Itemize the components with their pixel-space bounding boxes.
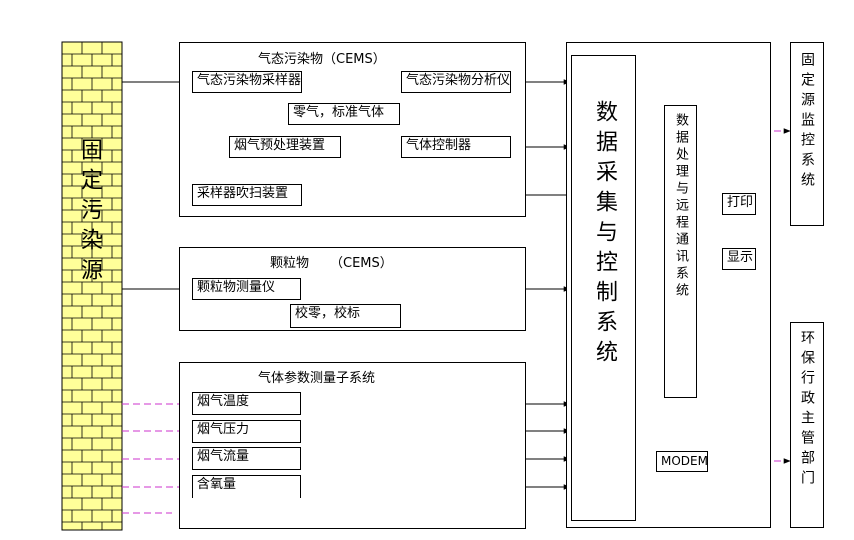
param-group (179, 362, 526, 529)
gas-analyzer: 气态污染物分析仪 (401, 71, 511, 93)
particle-meter: 颗粒物测量仪 (192, 278, 301, 300)
calib-box: 校零，校标 (290, 304, 401, 328)
daq-label: 数据采集与控制系统 (592, 100, 617, 370)
brick-wall (61, 41, 123, 531)
sampler-purge: 采样器吹扫装置 (192, 184, 302, 206)
gas-group-title: 气态污染物（CEMS） (258, 52, 386, 67)
zero-gas: 零气，标准气体 (288, 103, 400, 125)
flue-pretreat: 烟气预处理装置 (229, 136, 341, 158)
param-pressure: 烟气压力 (192, 420, 301, 443)
env-dept-box (790, 322, 824, 528)
particle-group-suffix: （CEMS） (330, 256, 393, 271)
modem-box: MODEM (656, 451, 708, 472)
print-box: 打印 (722, 193, 756, 215)
proc-system (664, 105, 697, 398)
gas-controller: 气体控制器 (401, 136, 511, 158)
monitor-box (790, 42, 824, 226)
param-temp: 烟气温度 (192, 392, 301, 415)
param-oxygen: 含氧量 (192, 475, 301, 498)
monitor-label: 固定源监控系统 (799, 52, 815, 192)
display-box: 显示 (722, 248, 756, 270)
proc-label: 数据处理与远程通讯系统 (673, 113, 688, 300)
param-flow: 烟气流量 (192, 447, 301, 470)
env-dept-label: 环保行政主管部门 (799, 330, 815, 490)
dashed-source-links (122, 401, 191, 514)
source-label: 固定污染源 (77, 138, 102, 288)
gas-sampler: 气态污染物采样器 (192, 71, 302, 93)
daq-system (571, 55, 636, 521)
param-group-title: 气体参数测量子系统 (258, 371, 376, 386)
particle-group-title: 颗粒物 (270, 256, 310, 271)
